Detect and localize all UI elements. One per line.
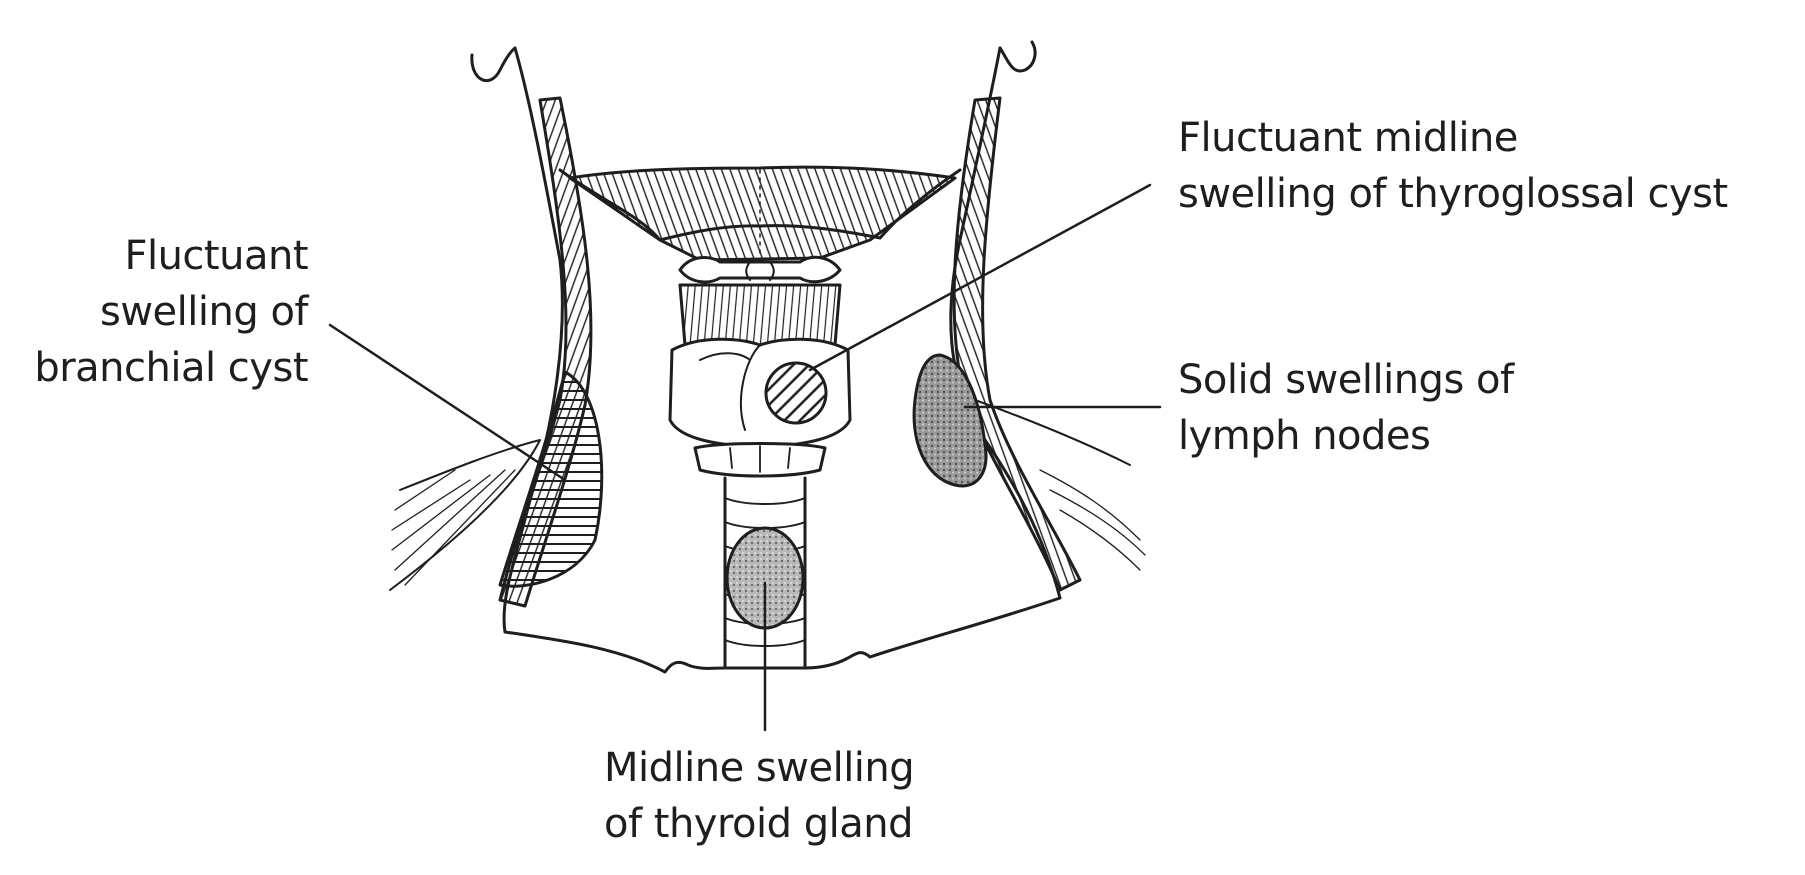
- leader-thyroglossal: [808, 183, 1152, 372]
- label-lymph-line2: lymph nodes: [1178, 413, 1431, 459]
- hyoid-bone: [678, 255, 842, 284]
- label-branchial-line2: swelling of: [99, 289, 309, 335]
- label-branchial-cyst: Fluctuant swelling of branchial cyst: [20, 228, 308, 396]
- label-thyroid-line1: Midline swelling: [604, 745, 915, 791]
- lymph-nodes: [912, 353, 988, 488]
- branchial-cyst: [498, 370, 604, 588]
- leader-branchial: [328, 323, 567, 482]
- right-ear-outline: [998, 40, 1037, 73]
- label-thyroglossal-cyst: Fluctuant midline swelling of thyrogloss…: [1178, 110, 1728, 222]
- label-thyroid-line2: of thyroid gland: [604, 801, 914, 847]
- label-branchial-line1: Fluctuant: [124, 233, 308, 279]
- label-thyroid-gland: Midline swelling of thyroid gland: [604, 740, 915, 852]
- trachea: [723, 476, 807, 670]
- left-ear-outline: [470, 46, 517, 83]
- label-thyroglossal-line2: swelling of thyroglossal cyst: [1178, 171, 1728, 217]
- label-lymph-line1: Solid swellings of: [1178, 357, 1514, 403]
- thyroglossal-cyst: [764, 361, 828, 425]
- chest-outline: [503, 596, 1062, 674]
- thyrohyoid-membrane: [678, 283, 842, 347]
- left-sternocleidomastoid: [498, 96, 593, 608]
- label-lymph-nodes: Solid swellings of lymph nodes: [1178, 352, 1514, 464]
- label-thyroglossal-line1: Fluctuant midline: [1178, 115, 1518, 161]
- label-branchial-line3: branchial cyst: [34, 345, 308, 391]
- right-sternocleidomastoid: [952, 96, 1082, 592]
- suprahyoid-region: [568, 165, 957, 262]
